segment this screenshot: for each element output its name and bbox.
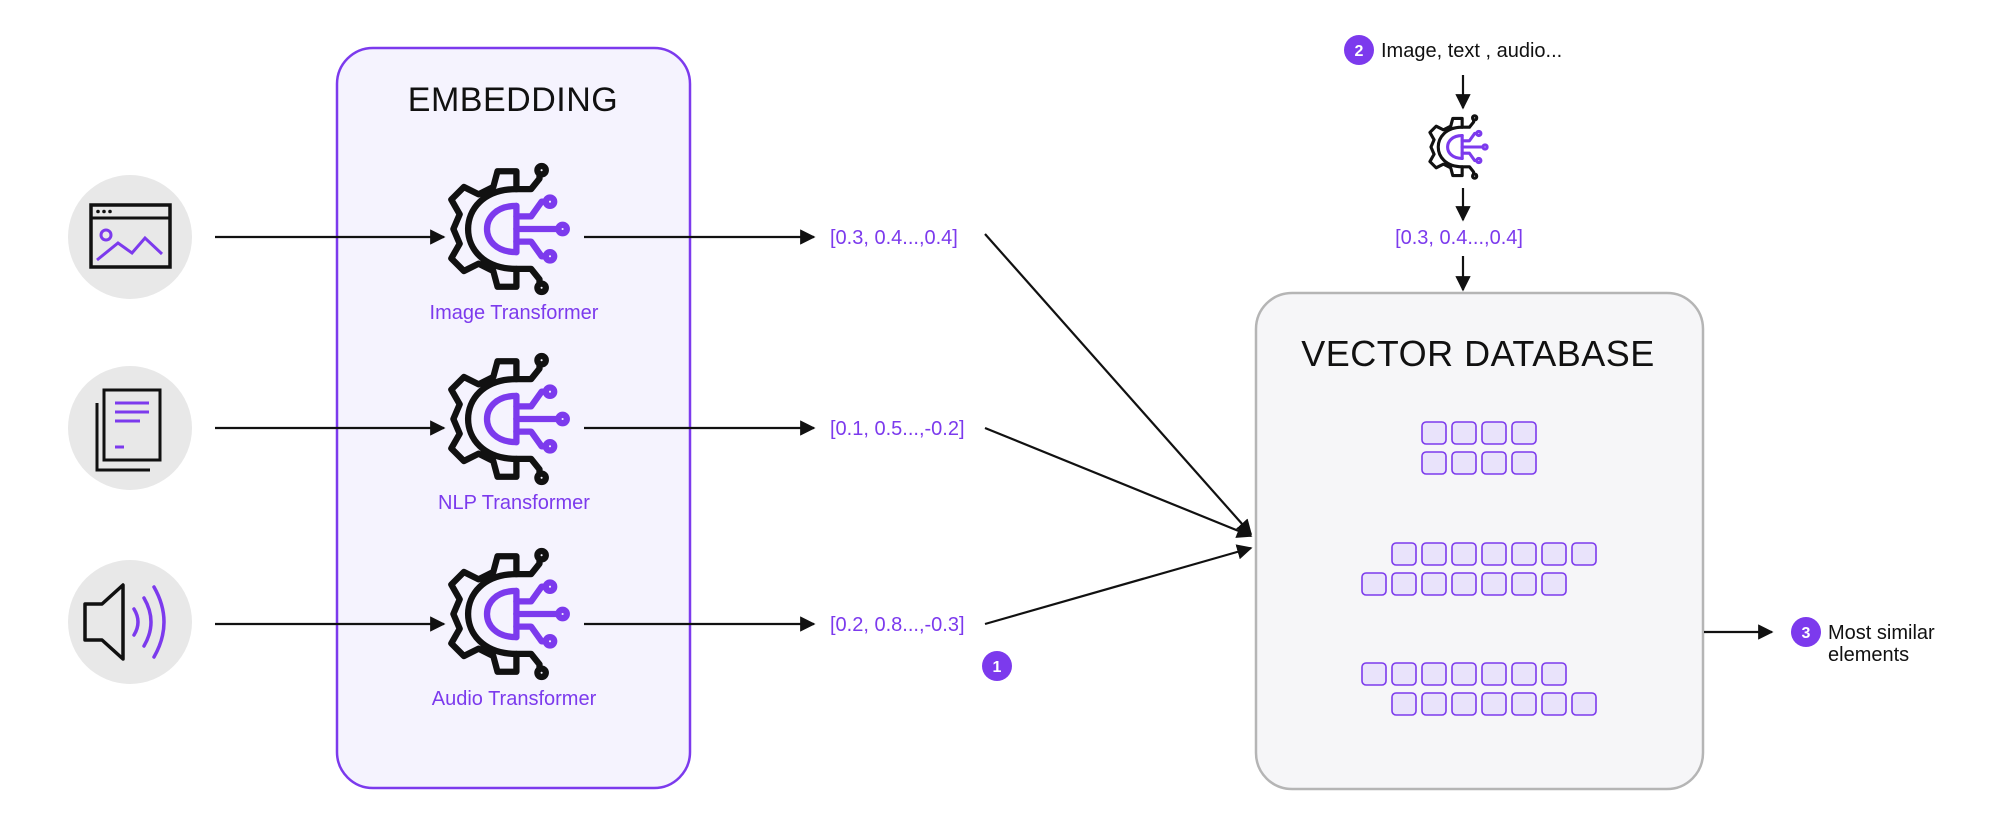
query-input-label: Image, text , audio... bbox=[1381, 40, 1562, 62]
arrow-to-db-2 bbox=[984, 426, 1253, 538]
arrow-to-db-3 bbox=[984, 544, 1253, 626]
step-1-number: 1 bbox=[993, 659, 1002, 676]
transformer-label: NLP Transformer bbox=[438, 492, 590, 514]
embedding-vector: [0.2, 0.8...,-0.3] bbox=[830, 614, 965, 636]
input-audio bbox=[68, 560, 192, 684]
step-3-number: 3 bbox=[1802, 625, 1811, 642]
vector-cells-group-2 bbox=[1361, 542, 1597, 596]
result-label-line2: elements bbox=[1828, 644, 1909, 666]
speaker-icon bbox=[83, 583, 166, 661]
input-circle bbox=[68, 175, 192, 299]
result-label-line1: Most similar bbox=[1828, 622, 1935, 644]
vector-cells-group-3 bbox=[1361, 662, 1597, 716]
step-3-badge: 3 bbox=[1791, 617, 1821, 647]
transformer-label: Audio Transformer bbox=[432, 688, 597, 710]
query-vector: [0.3, 0.4...,0.4] bbox=[1395, 227, 1523, 249]
embedding-vector: [0.3, 0.4...,0.4] bbox=[830, 227, 958, 249]
input-image bbox=[68, 175, 192, 299]
embedding-vector: [0.1, 0.5...,-0.2] bbox=[830, 418, 965, 440]
image-window-icon bbox=[89, 203, 172, 269]
input-circle bbox=[68, 560, 192, 684]
transformer-label: Image Transformer bbox=[430, 302, 599, 324]
vector-db-title: VECTOR DATABASE bbox=[1301, 333, 1655, 374]
vector-cells-group-1 bbox=[1421, 421, 1537, 475]
document-icon bbox=[95, 388, 162, 472]
input-text bbox=[68, 366, 192, 490]
step-1-badge: 1 bbox=[982, 651, 1012, 681]
step-2-number: 2 bbox=[1355, 43, 1364, 60]
step-2-badge: 2 bbox=[1344, 35, 1374, 65]
embedding-title: EMBEDDING bbox=[408, 81, 618, 119]
arrow-to-db-1 bbox=[984, 233, 1253, 536]
gear-icon bbox=[1428, 114, 1489, 180]
